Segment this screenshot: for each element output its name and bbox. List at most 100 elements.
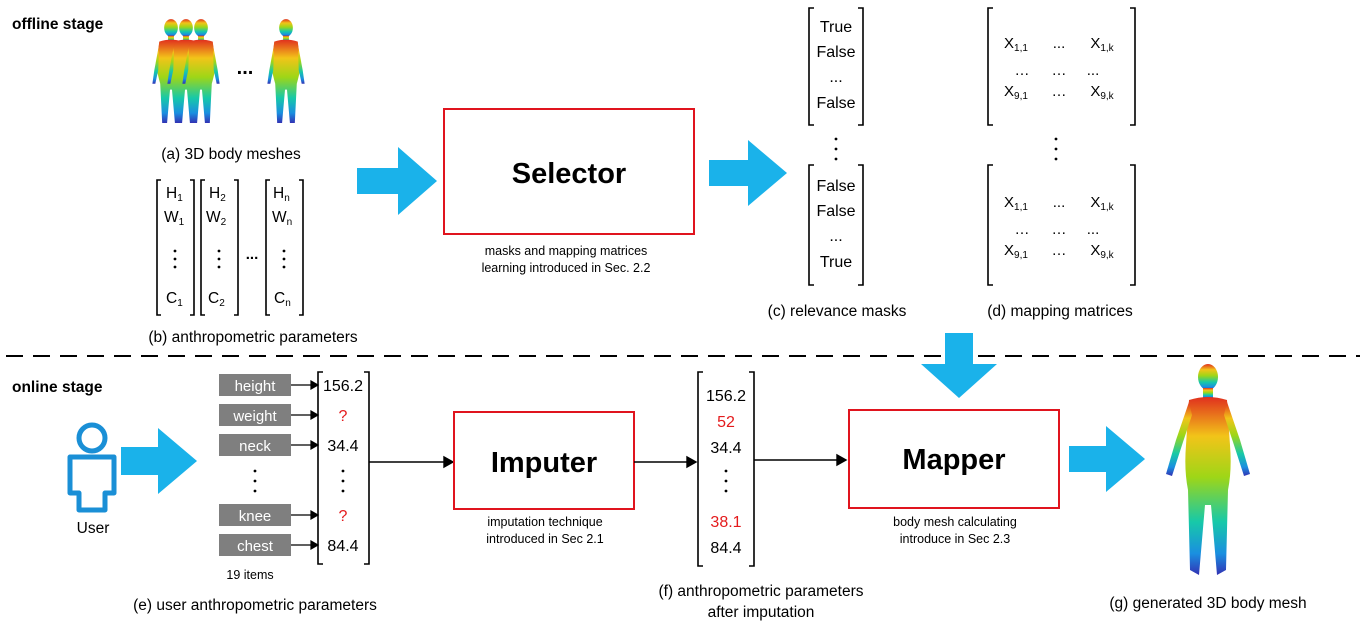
svg-text:…: …	[1052, 83, 1067, 100]
svg-text:...: ...	[1087, 62, 1100, 79]
mask-value: False	[816, 203, 855, 220]
svg-text:X9,k: X9,k	[1090, 83, 1114, 102]
imputer-note-line: imputation technique	[487, 515, 602, 529]
vertical-ellipsis	[724, 469, 728, 493]
generated-body-mesh-icon	[1166, 364, 1250, 575]
selector-label: Selector	[512, 158, 626, 190]
svg-text:Cn: Cn	[274, 290, 291, 309]
imputer-box	[453, 411, 635, 510]
mapper-label: Mapper	[902, 444, 1005, 476]
vertical-ellipsis	[341, 469, 345, 493]
params-caption: (b) anthropometric parameters	[148, 329, 358, 346]
value-cell: 34.4	[710, 440, 741, 457]
imputed-value-cell: 52	[717, 414, 735, 431]
svg-text:...: ...	[1053, 35, 1066, 52]
arrow-to-selector	[357, 147, 437, 215]
mask-value: False	[816, 178, 855, 195]
item-neck: neck	[219, 434, 291, 456]
item-chest: chest	[219, 534, 291, 556]
vertical-ellipsis	[834, 137, 838, 161]
svg-text:H1: H1	[166, 185, 183, 204]
imputed-value-cell: 38.1	[710, 514, 741, 531]
svg-text:chest: chest	[237, 538, 274, 555]
columns-ellipsis: ...	[246, 246, 259, 263]
svg-text:W2: W2	[206, 209, 227, 228]
value-cell: 156.2	[706, 388, 746, 405]
mapper-note-line: body mesh calculating	[893, 515, 1017, 529]
svg-text:knee: knee	[239, 508, 272, 525]
matrix-cells-bottom: X1,1 ... X1,k … … ... X9,1 … X9,k	[1004, 194, 1115, 261]
svg-text:…: …	[1052, 242, 1067, 259]
meshes-caption: (a) 3D body meshes	[161, 146, 301, 163]
arrow-down-to-mapper	[921, 333, 997, 398]
svg-text:neck: neck	[239, 438, 271, 455]
item-weight: weight	[219, 404, 291, 426]
user-params-caption: (e) user anthropometric parameters	[133, 597, 377, 614]
svg-text:height: height	[235, 378, 277, 395]
mask-value: True	[820, 19, 852, 36]
matrices-caption: (d) mapping matrices	[987, 303, 1133, 320]
mapping-matrices: X1,1 ... X1,k … … ... X9,1 … X9,k X1,1 .…	[987, 7, 1136, 286]
svg-text:…: …	[1015, 221, 1030, 238]
body-mesh-icon	[267, 19, 305, 123]
generated-caption: (g) generated 3D body mesh	[1109, 595, 1306, 612]
svg-text:…: …	[1015, 62, 1030, 79]
parameter-column: H2 W2 C2	[200, 179, 239, 316]
items-count: 19 items	[226, 568, 273, 582]
imputed-caption-line: (f) anthropometric parameters	[658, 583, 863, 600]
vertical-ellipsis	[253, 469, 257, 493]
imputer-note-line: introduced in Sec 2.1	[486, 532, 603, 546]
masks-caption: (c) relevance masks	[768, 303, 907, 320]
mapper-note-line: introduce in Sec 2.3	[900, 532, 1011, 546]
mask-value: False	[816, 95, 855, 112]
svg-text:...: ...	[1053, 194, 1066, 211]
user-values: 156.2 ? 34.4 ? 84.4	[317, 371, 370, 565]
vertical-ellipsis	[1054, 137, 1058, 161]
online-stage-label: online stage	[12, 379, 103, 396]
svg-text:…: …	[1052, 221, 1067, 238]
svg-text:X1,1: X1,1	[1004, 35, 1028, 54]
parameter-items: height weight neck knee chest	[219, 374, 291, 556]
imputed-values: 156.2 52 34.4 38.1 84.4	[697, 371, 755, 567]
svg-text:X9,1: X9,1	[1004, 242, 1028, 261]
svg-text:X9,k: X9,k	[1090, 242, 1114, 261]
arrow-to-imputed-values	[634, 455, 698, 469]
selector-note-line: masks and mapping matrices	[485, 244, 648, 258]
selector-note-line: learning introduced in Sec. 2.2	[482, 261, 651, 275]
item-value-arrows	[291, 379, 320, 551]
parameter-column: H1 W1 C1	[156, 179, 195, 316]
mapper-box	[848, 409, 1060, 509]
svg-text:X1,k: X1,k	[1090, 194, 1114, 213]
arrow-to-masks	[709, 140, 787, 206]
svg-text:H2: H2	[209, 185, 226, 204]
value-cell: 84.4	[327, 538, 358, 555]
missing-value-cell: ?	[339, 408, 348, 425]
user-label: User	[77, 520, 110, 537]
arrow-from-user	[121, 428, 197, 494]
item-height: height	[219, 374, 291, 396]
offline-stage-label: offline stage	[12, 16, 104, 33]
imputer-label: Imputer	[491, 447, 597, 479]
matrix-cells-top: X1,1 ... X1,k … … ... X9,1 … X9,k	[1004, 35, 1115, 102]
arrow-to-imputer	[369, 455, 455, 469]
mask-value: ...	[829, 228, 842, 245]
svg-text:…: …	[1052, 62, 1067, 79]
svg-text:C2: C2	[208, 290, 225, 309]
arrow-to-mapper	[754, 453, 848, 467]
imputed-caption-line: after imputation	[708, 604, 815, 621]
user-icon	[67, 422, 117, 513]
parameter-columns: H1 W1 C1 H2 W2 C2 ... Hn Wn Cn	[156, 179, 304, 316]
selector-box	[443, 108, 695, 235]
parameter-column: Hn Wn Cn	[265, 179, 304, 316]
missing-value-cell: ?	[339, 508, 348, 525]
value-cell: 156.2	[323, 378, 363, 395]
meshes-ellipsis: ...	[237, 57, 254, 79]
svg-text:X1,1: X1,1	[1004, 194, 1028, 213]
item-knee: knee	[219, 504, 291, 526]
svg-text:Hn: Hn	[273, 185, 290, 204]
value-cell: 84.4	[710, 540, 741, 557]
mask-value: False	[816, 44, 855, 61]
body-meshes-figure	[152, 19, 305, 123]
value-cell: 34.4	[327, 438, 358, 455]
